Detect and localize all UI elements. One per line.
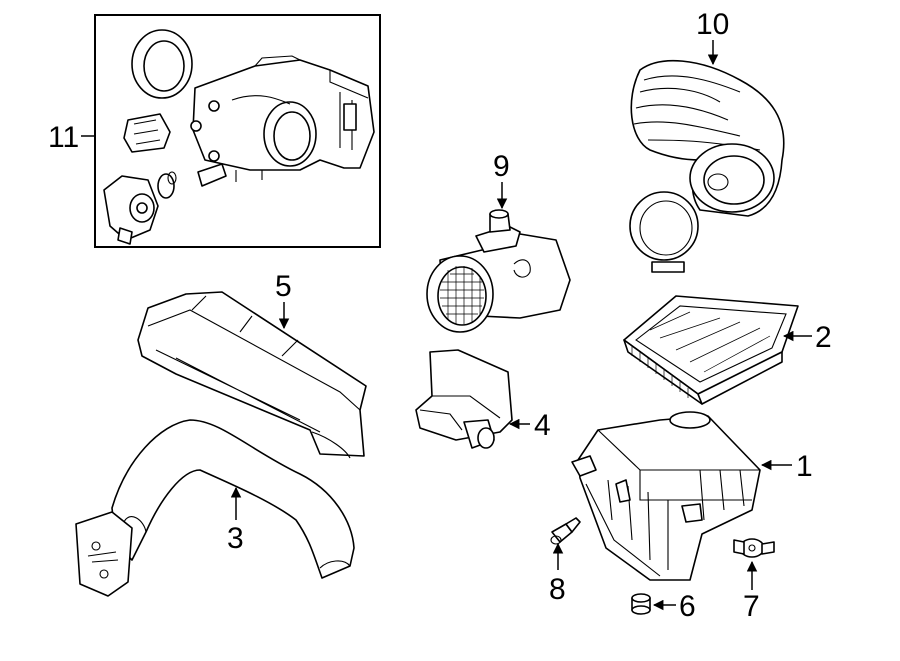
- intake-air-temp-sensor: [550, 517, 581, 545]
- check-valve: [733, 538, 775, 558]
- callout-10: 10: [696, 8, 729, 41]
- air-cleaner-housing: [571, 411, 761, 581]
- throttle-position-sensor: [123, 113, 171, 153]
- idle-air-control-motor: [103, 171, 177, 245]
- air-filter-element: [623, 295, 799, 405]
- resonator: [415, 349, 513, 449]
- mass-air-flow-sensor-group: 9: [426, 150, 571, 333]
- callout-3: 3: [227, 522, 244, 555]
- callout-1: 1: [796, 450, 813, 483]
- air-duct-upper: [137, 291, 367, 459]
- hose-clamp: [629, 191, 699, 273]
- callout-2: 2: [815, 321, 832, 354]
- resonator-group: 4: [415, 349, 551, 449]
- intake-hose: [630, 59, 785, 217]
- grommet: [631, 593, 651, 615]
- air-duct-upper-group: 5: [137, 270, 367, 459]
- callout-9: 9: [493, 150, 510, 183]
- air-filter-group: 2: [623, 295, 832, 405]
- throttle-body-housing: [190, 55, 375, 187]
- callout-11: 11: [48, 121, 79, 154]
- throttle-body-kit-group: 11: [48, 14, 381, 248]
- temperature-sensor-group: 8: [549, 517, 581, 606]
- air-cleaner-housing-group: 1: [571, 411, 813, 581]
- callout-6: 6: [679, 590, 696, 623]
- callout-8: 8: [549, 573, 566, 606]
- intake-hose-group: 10: [629, 8, 785, 273]
- throttle-body-kit-frame: [94, 14, 381, 248]
- callout-7: 7: [743, 590, 760, 623]
- callout-4: 4: [534, 409, 551, 442]
- throttle-body-seal-ring: [131, 29, 193, 99]
- callout-5: 5: [275, 270, 292, 303]
- check-valve-group: 7: [733, 538, 775, 623]
- air-duct-lower-group: 3: [75, 419, 355, 597]
- grommet-group: 6: [631, 590, 696, 623]
- air-duct-lower: [75, 419, 355, 597]
- mass-air-flow-sensor: [426, 209, 571, 333]
